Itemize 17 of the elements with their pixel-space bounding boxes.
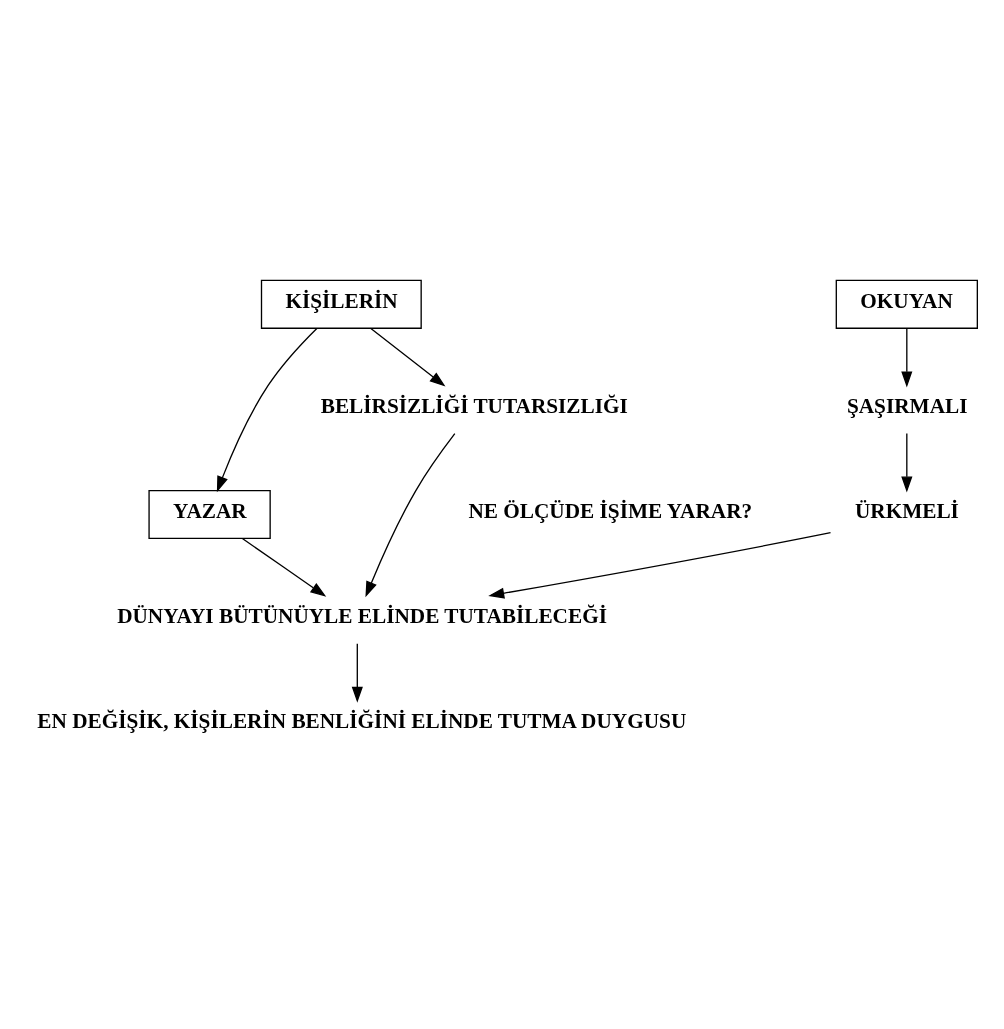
node-text: DÜNYAYI BÜTÜNÜYLE ELİNDE TUTABİLECEĞİ	[117, 604, 607, 629]
arrow	[365, 433, 456, 598]
node-text: ÜRKMELİ	[854, 499, 959, 524]
arrow	[488, 531, 832, 599]
arrow	[241, 537, 327, 597]
node-box: OKUYAN	[835, 279, 978, 329]
label: NE ÖLÇÜDE İŞİME YARAR?	[468, 499, 753, 524]
arrow	[901, 432, 913, 493]
arrow	[216, 327, 318, 493]
node-text: EN DEĞİŞİK, KİŞİLERİN BENLİĞİNİ ELİNDE TUTMA DUYGUSU	[37, 709, 687, 734]
node-box: YAZAR	[148, 489, 271, 540]
arrow	[351, 643, 363, 703]
node-box: KİŞİLERİN	[260, 279, 422, 329]
arrow	[901, 327, 913, 388]
node-text: BELİRSİZLİĞİ TUTARSIZLIĞI	[320, 394, 628, 419]
arrow	[369, 327, 446, 387]
node-text: ŞAŞIRMALI	[846, 394, 968, 419]
